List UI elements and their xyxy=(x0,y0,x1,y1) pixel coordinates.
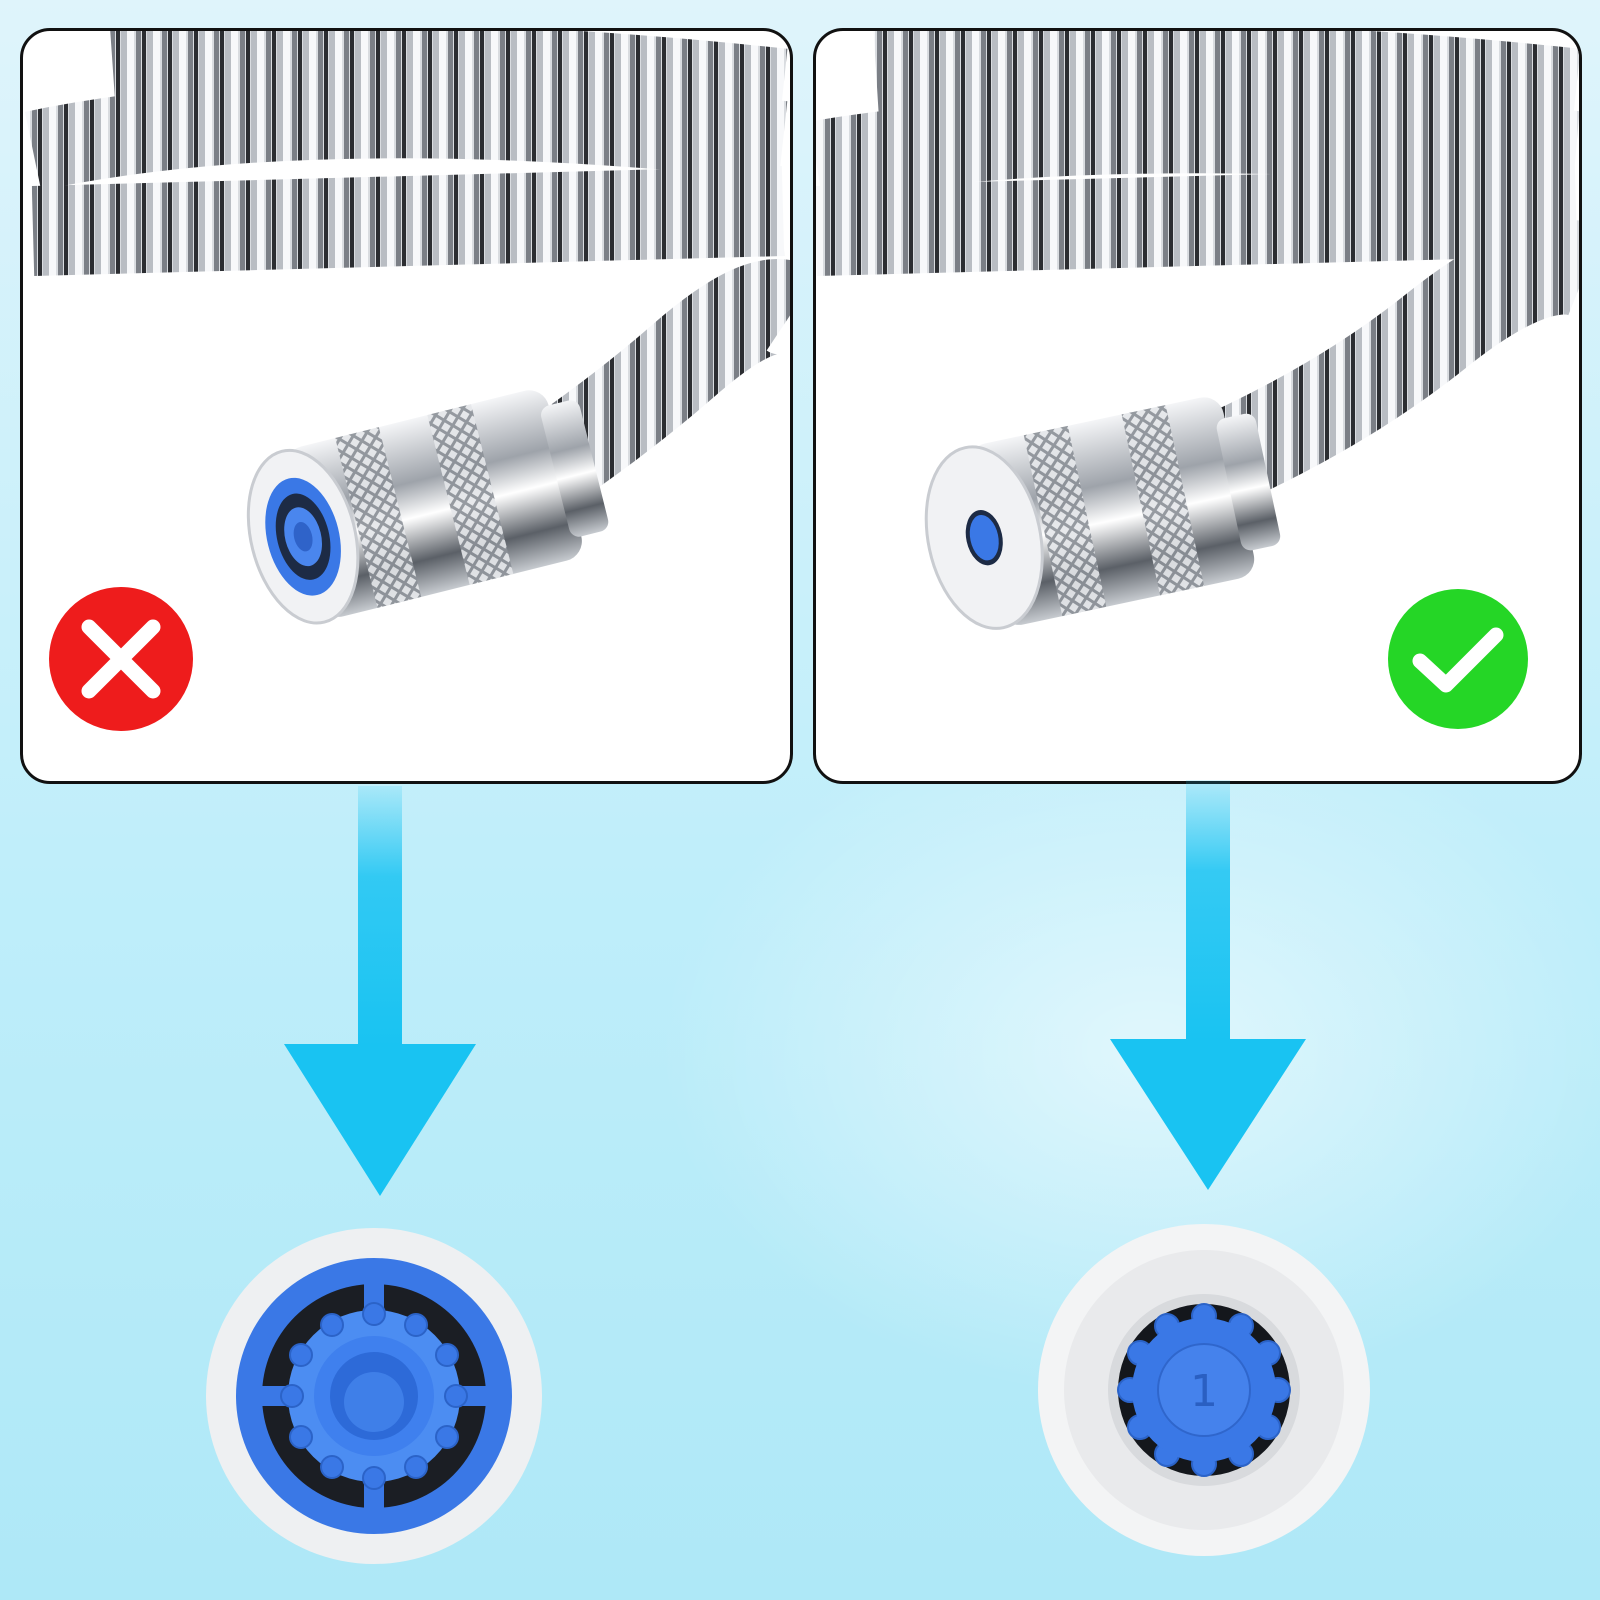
hose-fitting-open-aerator-icon xyxy=(24,31,790,625)
down-arrow-right xyxy=(1110,780,1306,1190)
panel-correct xyxy=(813,28,1582,784)
down-arrow-left xyxy=(284,786,476,1196)
cross-icon xyxy=(49,587,193,731)
open-flow-restrictor-icon xyxy=(206,1228,542,1564)
restrictor-marking: 1 xyxy=(1190,1366,1218,1417)
checkmark-icon xyxy=(1388,589,1528,729)
recessed-flow-restrictor-icon: 1 xyxy=(1038,1224,1370,1556)
hose-fitting-recessed-aerator-icon xyxy=(816,31,1579,630)
panel-wrong xyxy=(20,28,793,784)
